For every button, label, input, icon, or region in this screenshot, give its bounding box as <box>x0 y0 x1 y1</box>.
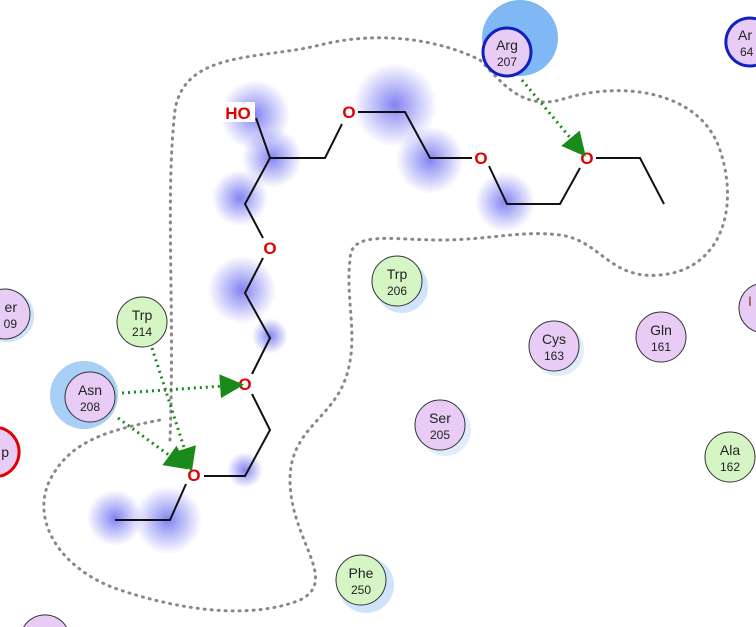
oxygen-atom: O <box>580 149 593 168</box>
residue-arg-207[interactable]: Arg 207 <box>481 26 533 78</box>
residue-trp-206[interactable]: Trp 206 <box>371 255 423 307</box>
svg-text:250: 250 <box>351 583 371 597</box>
svg-text:206: 206 <box>387 284 407 298</box>
residue-arg-64[interactable]: Ar 64 <box>724 16 756 68</box>
oxygen-atom: O <box>474 149 487 168</box>
svg-text:214: 214 <box>132 325 152 339</box>
svg-text:p: p <box>1 444 9 460</box>
svg-text:Gln: Gln <box>650 322 672 338</box>
svg-text:162: 162 <box>720 460 740 474</box>
residue-partial-right[interactable]: I <box>738 283 756 333</box>
svg-text:Ar: Ar <box>738 27 752 43</box>
residue-ser-205[interactable]: Ser 205 <box>414 399 466 451</box>
ligand-bonds <box>115 111 665 521</box>
oxygen-atom: O <box>342 103 355 122</box>
svg-text:Ser: Ser <box>429 410 451 426</box>
residue-asn-208[interactable]: Asn 208 <box>64 371 116 423</box>
svg-text:09: 09 <box>4 317 18 331</box>
residue-trp-214[interactable]: Trp 214 <box>116 296 168 348</box>
oxygen-atom: O <box>187 466 200 485</box>
residue-cys-163[interactable]: Cys 163 <box>528 320 580 372</box>
svg-text:205: 205 <box>430 428 450 442</box>
svg-text:64: 64 <box>740 45 754 59</box>
hydrogen-bonds <box>117 79 586 472</box>
svg-text:er: er <box>5 299 18 315</box>
residue-partial-left[interactable]: p <box>0 426 21 478</box>
svg-text:Trp: Trp <box>132 307 153 323</box>
residue-phe-250[interactable]: Phe 250 <box>335 554 387 606</box>
svg-text:Phe: Phe <box>349 565 374 581</box>
residue-ala-162[interactable]: Ala 162 <box>704 431 756 483</box>
svg-text:207: 207 <box>497 55 517 69</box>
solvent-exposure-halos <box>87 63 535 554</box>
residue-gln-161[interactable]: Gln 161 <box>635 311 687 363</box>
svg-text:161: 161 <box>651 340 671 354</box>
residue-ser-209[interactable]: er 09 <box>0 288 31 340</box>
svg-text:Cys: Cys <box>542 331 566 347</box>
svg-text:Ala: Ala <box>720 442 740 458</box>
svg-text:Arg: Arg <box>496 37 518 53</box>
svg-text:208: 208 <box>80 400 100 414</box>
residue-partial-bottom[interactable] <box>23 614 67 627</box>
oxygen-atom: O <box>238 375 251 394</box>
svg-text:I: I <box>748 293 752 309</box>
svg-text:Asn: Asn <box>78 382 102 398</box>
svg-text:163: 163 <box>544 349 564 363</box>
oxygen-atom: O <box>263 239 276 258</box>
svg-text:Trp: Trp <box>387 266 408 282</box>
hydroxyl-label: HO <box>225 104 251 123</box>
